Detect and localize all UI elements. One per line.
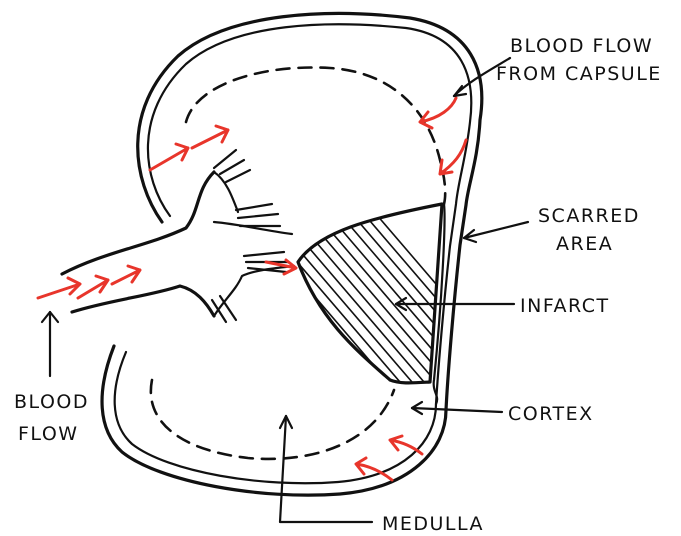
vessel-branch-lines — [212, 150, 288, 322]
label-blood: BLOOD — [14, 391, 89, 413]
renal-artery-branch-mid — [214, 222, 292, 234]
label-scarred: SCARRED — [538, 205, 640, 227]
renal-artery-branch-low — [214, 266, 294, 316]
label-blood-flow-capsule-1: BLOOD FLOW — [510, 35, 653, 57]
renal-artery-upper — [62, 172, 214, 274]
label-cortex: CORTEX — [508, 403, 594, 425]
label-infarct: INFARCT — [520, 295, 610, 317]
kidney-capsule-outer — [102, 13, 482, 495]
label-area: AREA — [556, 233, 613, 255]
corticomedullary-boundary-lower — [151, 380, 394, 459]
label-flow: FLOW — [18, 423, 79, 445]
label-medulla: MEDULLA — [382, 513, 484, 535]
label-blood-flow-capsule-2: FROM CAPSULE — [496, 63, 662, 85]
kidney-capsule-inner — [115, 24, 472, 483]
